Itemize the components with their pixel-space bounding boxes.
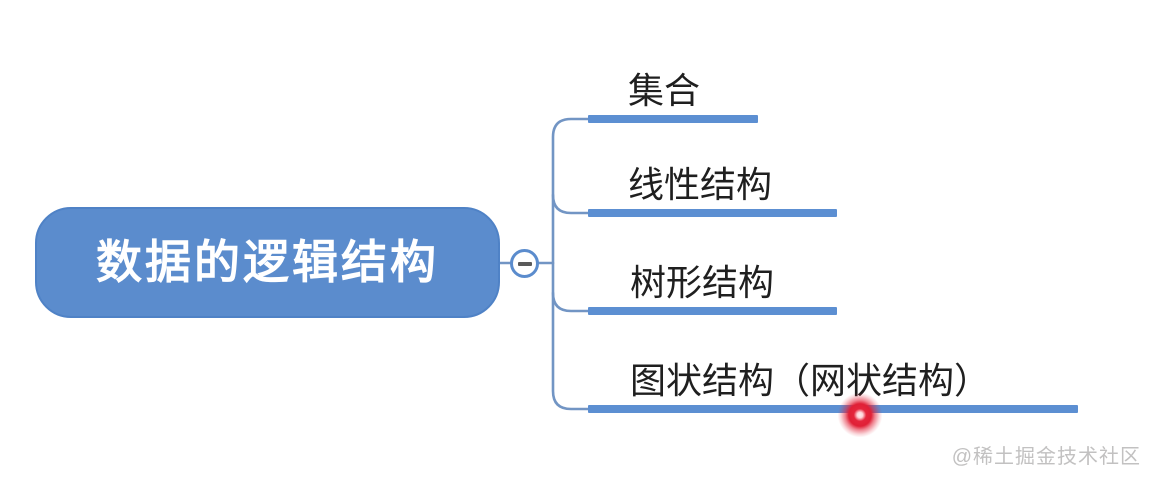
branch-underline [588, 209, 837, 217]
branch-topic-label: 树形结构 [630, 262, 775, 304]
branch-underline [588, 115, 758, 123]
branch-topic-label: 线性结构 [628, 164, 773, 206]
branch-underline [588, 307, 837, 315]
minus-icon [517, 261, 532, 266]
trunk-line [551, 117, 590, 411]
collapse-button[interactable] [510, 249, 539, 278]
branch-underline [588, 405, 1078, 413]
root-topic-label: 数据的逻辑结构 [96, 235, 439, 288]
branch-2-curve [551, 193, 590, 215]
branch-topic-label: 集合 [628, 70, 701, 112]
branch-topic-linear[interactable]: 线性结构 [588, 165, 837, 217]
branch-topic-graph[interactable]: 图状结构（网状结构） [588, 361, 1078, 413]
root-topic-node[interactable]: 数据的逻辑结构 [35, 207, 500, 318]
branch-topic-tree[interactable]: 树形结构 [588, 263, 837, 315]
watermark: @稀土掘金技术社区 [951, 446, 1141, 468]
branch-topic-label: 图状结构（网状结构） [630, 360, 991, 402]
branch-topic-set[interactable]: 集合 [588, 71, 758, 123]
branch-3-curve [551, 291, 590, 313]
